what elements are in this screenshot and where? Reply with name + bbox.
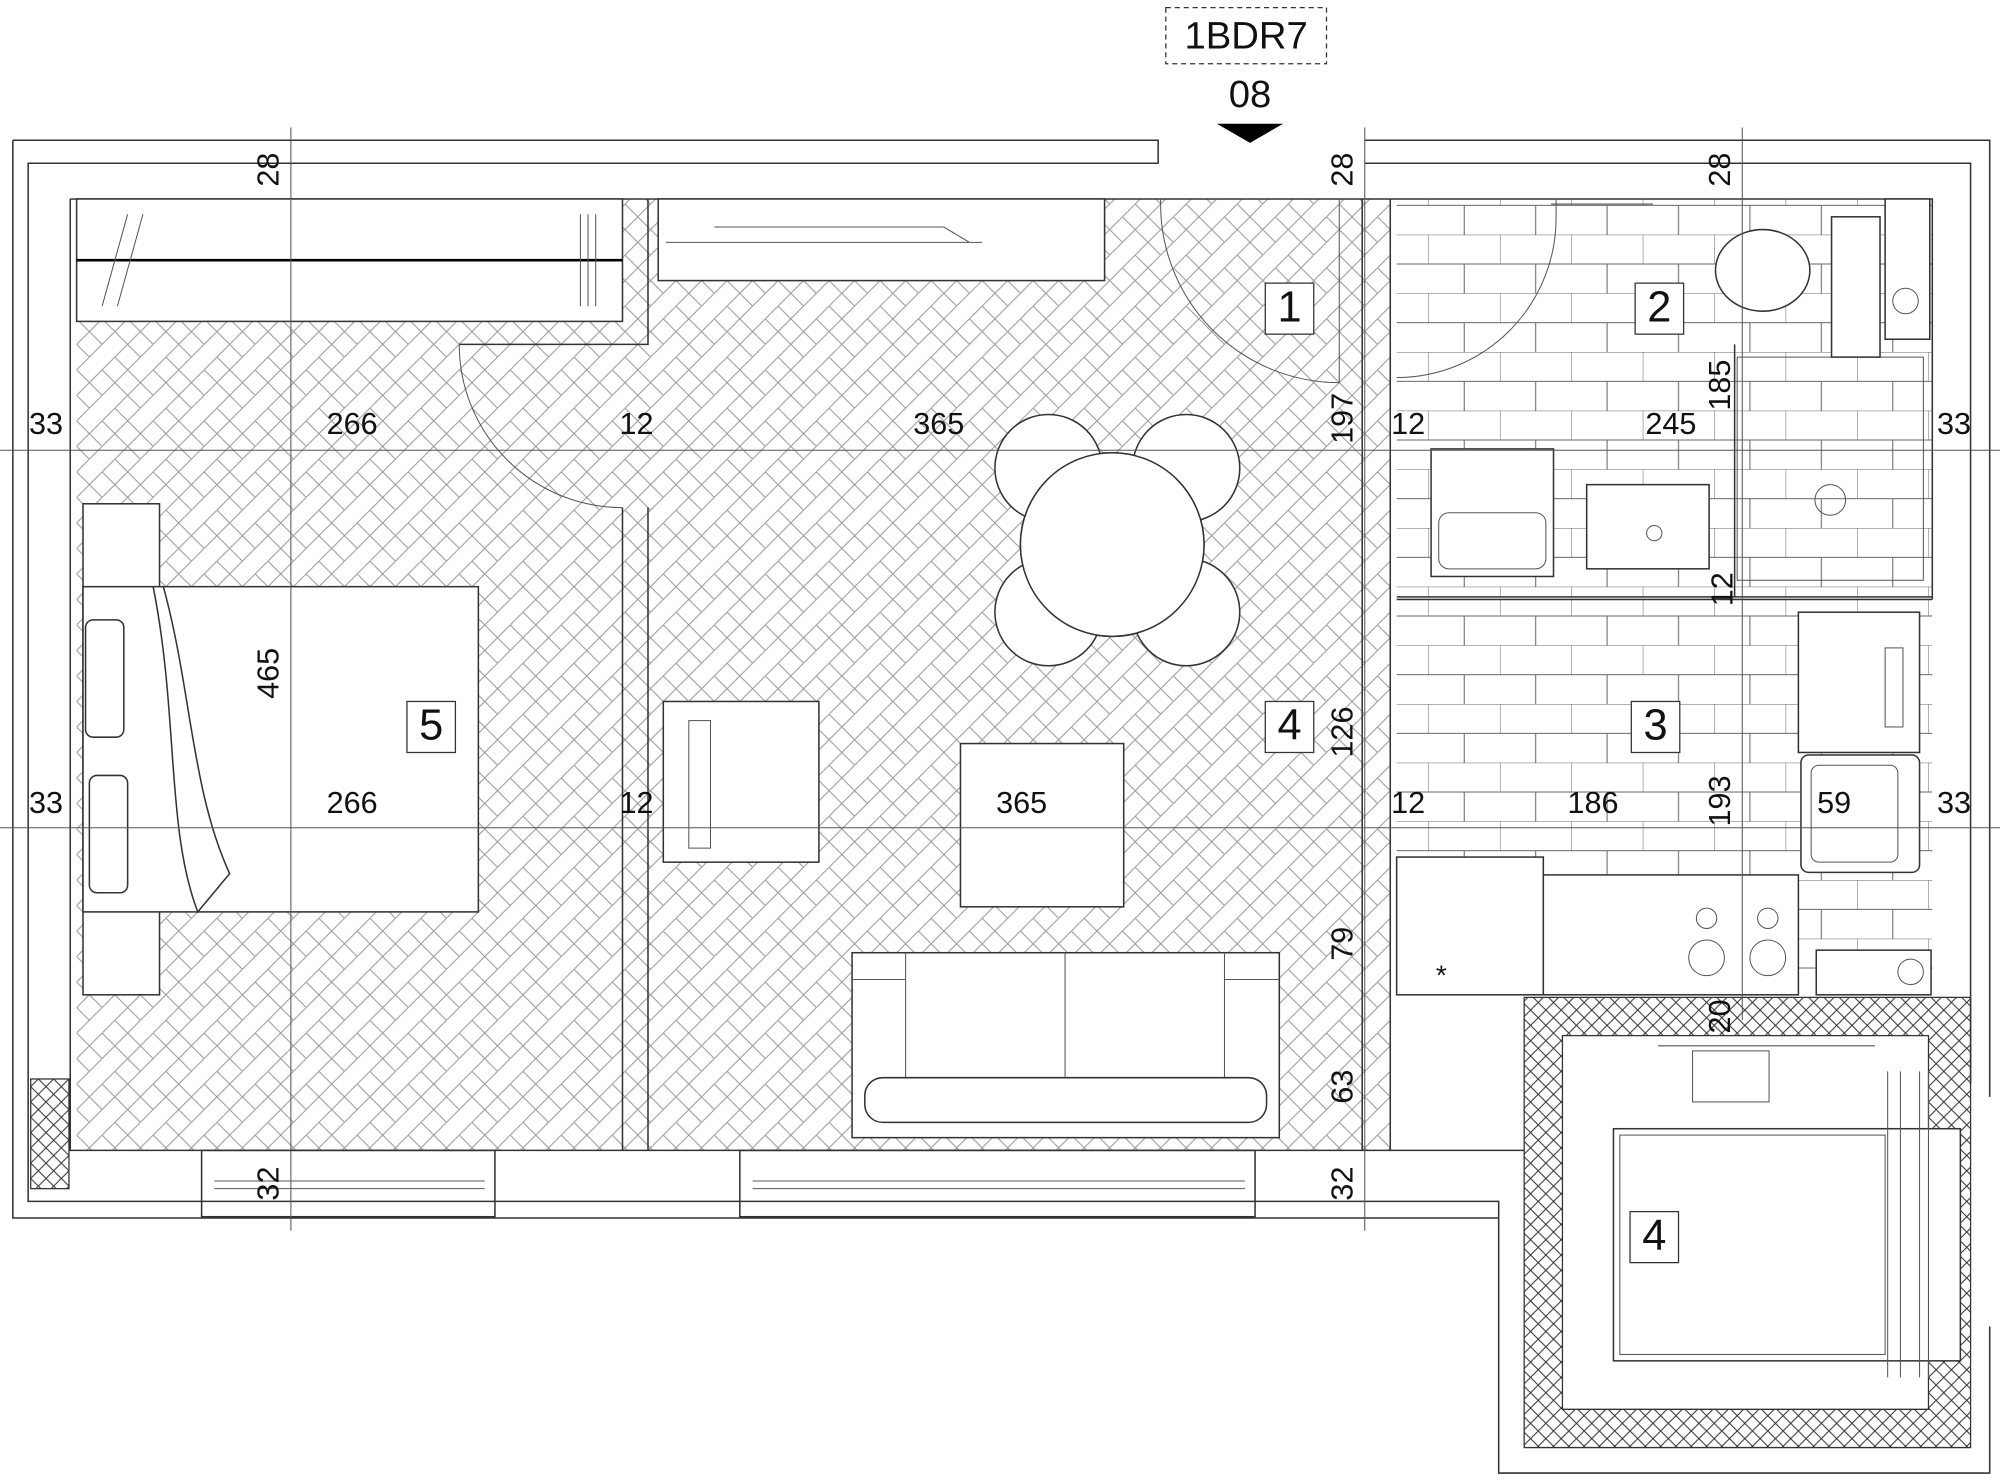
dim-label: 12	[1705, 572, 1739, 606]
dim-label: 193	[1703, 775, 1737, 826]
room-number-bathroom: 2	[1647, 283, 1671, 331]
dim-label: 365	[996, 786, 1047, 820]
dim-label: 79	[1325, 927, 1359, 961]
sofa	[851, 951, 1281, 1139]
dim-label: 20	[1703, 999, 1737, 1033]
unit-label: 1BDR7	[1165, 7, 1328, 65]
dim-label: 12	[1391, 786, 1425, 820]
dim-label: 33	[1937, 407, 1971, 441]
room-number-hallway: 1	[1277, 283, 1301, 331]
dim-label: 186	[1568, 786, 1619, 820]
dim-label: 33	[29, 407, 63, 441]
dim-label: 245	[1645, 407, 1696, 441]
dim-label: 365	[913, 407, 964, 441]
entrance-arrow-icon	[1216, 123, 1284, 143]
dim-label: 185	[1703, 360, 1737, 411]
dim-label: 33	[1937, 786, 1971, 820]
tv-cabinet	[657, 198, 1106, 282]
dim-label: 197	[1325, 393, 1359, 444]
room-number-balcony: 4	[1642, 1212, 1666, 1260]
entrance-number: 08	[1229, 73, 1272, 116]
dim-label: 32	[252, 1167, 286, 1201]
dimension-lines	[0, 127, 2000, 1231]
unit-code: 1BDR7	[1184, 14, 1307, 57]
dim-label: 63	[1325, 1070, 1359, 1104]
dim-label: 465	[252, 648, 286, 699]
dim-label: 28	[1703, 153, 1737, 187]
room-labels: 1 2 3 4 5 4	[406, 282, 1685, 1264]
dim-label: 266	[327, 407, 378, 441]
doors	[458, 198, 1557, 509]
wardrobe	[75, 198, 624, 323]
dim-label: 266	[327, 786, 378, 820]
room-number-living: 4	[1277, 702, 1301, 750]
dim-label: 32	[1325, 1167, 1359, 1201]
svg-text:*: *	[1436, 959, 1447, 990]
dim-label: 126	[1325, 707, 1359, 758]
dim-label: 28	[1325, 153, 1359, 187]
dim-label: 12	[619, 407, 653, 441]
room-number-bedroom: 5	[419, 702, 443, 750]
kitchen-fixtures: *	[1395, 611, 1932, 996]
dimension-labels: 28 28 28 33 266 12 365 197 12 245 185 33…	[29, 153, 1971, 1201]
dim-label: 12	[1391, 407, 1425, 441]
dim-label: 33	[29, 786, 63, 820]
bathroom-fixtures	[1430, 198, 1931, 581]
dim-label: 28	[252, 153, 286, 187]
room-number-kitchen: 3	[1643, 702, 1667, 750]
walls	[12, 139, 1991, 1474]
coffee-table	[959, 742, 1125, 908]
dim-label: 59	[1817, 786, 1851, 820]
dining-set	[994, 413, 1241, 667]
armchair	[662, 700, 820, 863]
dim-label: 12	[619, 786, 653, 820]
